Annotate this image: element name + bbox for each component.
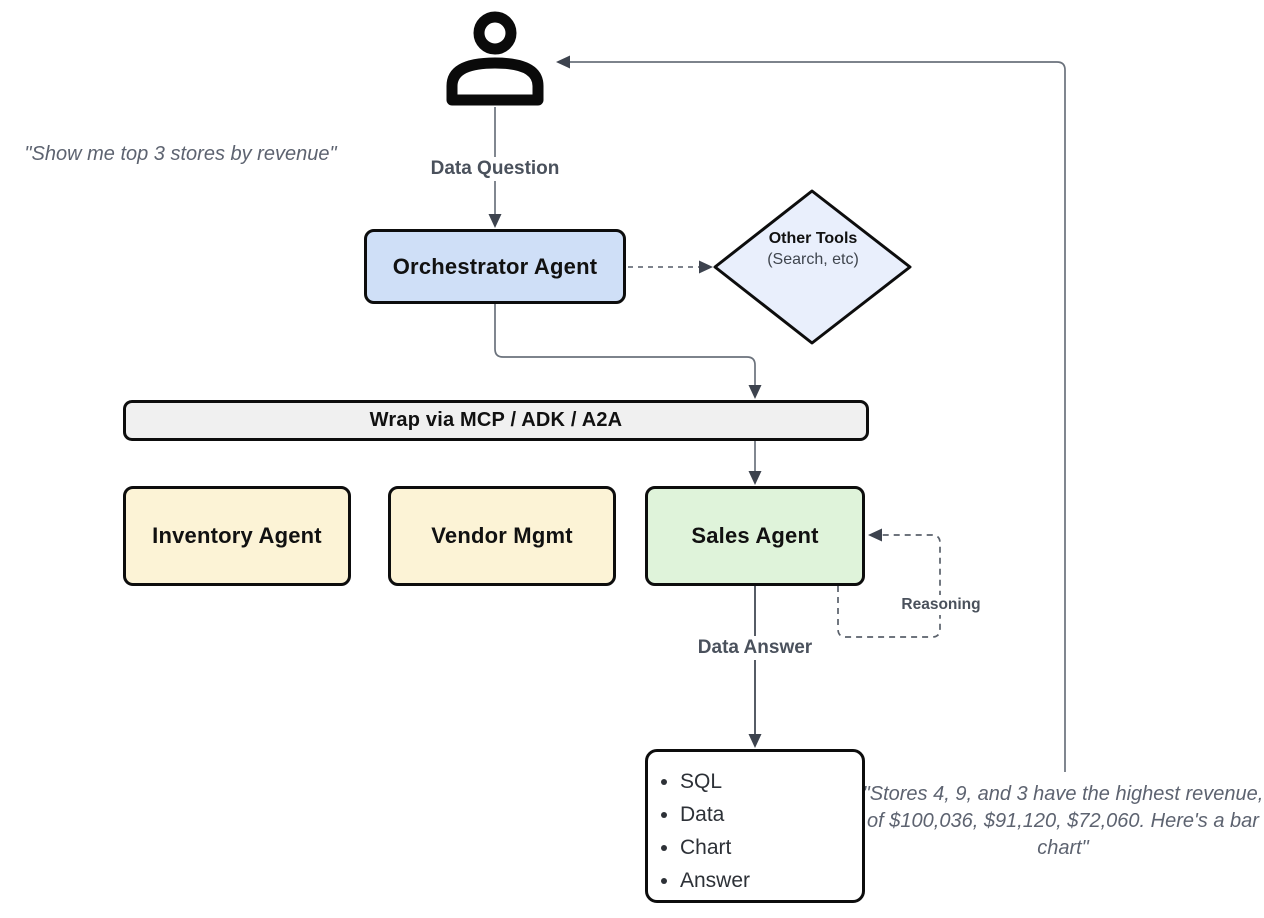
person-icon — [446, 11, 544, 106]
other-tools-arrowhead — [699, 260, 713, 274]
user-question-quote: "Show me top 3 stores by revenue" — [24, 143, 337, 165]
inventory-agent-label: Inventory Agent — [152, 523, 322, 548]
sales-agent-node: Sales Agent — [645, 486, 865, 586]
edge-return-to-user — [570, 61, 1066, 772]
final-answer-quote: "Stores 4, 9, and 3 have the highest rev… — [862, 783, 1264, 859]
vendor-mgmt-node: Vendor Mgmt — [388, 486, 616, 586]
sales-arrowhead — [748, 471, 762, 485]
output-list-node: SQL Data Chart Answer — [645, 749, 865, 903]
vendor-mgmt-label: Vendor Mgmt — [431, 523, 573, 548]
orchestrator-agent-node: Orchestrator Agent — [364, 229, 626, 304]
edge-orchestrator-to-wrap — [494, 304, 756, 385]
sales-agent-label: Sales Agent — [691, 523, 819, 548]
other-tools-subtitle: (Search, etc) — [767, 251, 859, 268]
other-tools-title: Other Tools — [768, 230, 858, 247]
other-tools-diamond — [713, 189, 912, 345]
orchestrator-agent-label: Orchestrator Agent — [392, 253, 598, 279]
data-answer-arrowhead — [748, 734, 762, 748]
data-question-label: Data Question — [425, 157, 565, 181]
return-arrowhead — [556, 55, 570, 69]
wrap-layer-node: Wrap via MCP / ADK / A2A — [123, 400, 869, 441]
output-item-sql: SQL — [680, 765, 750, 798]
output-item-data: Data — [680, 798, 750, 831]
inventory-agent-node: Inventory Agent — [123, 486, 351, 586]
data-answer-label: Data Answer — [692, 636, 818, 660]
reasoning-label: Reasoning — [896, 595, 986, 615]
output-item-answer: Answer — [680, 864, 750, 897]
wrap-arrowhead — [748, 385, 762, 399]
edge-reasoning-loop — [837, 534, 941, 638]
reasoning-arrowhead — [868, 528, 882, 542]
wrap-layer-label: Wrap via MCP / ADK / A2A — [369, 409, 623, 431]
other-tools-node: Other Tools (Search, etc) — [722, 230, 904, 269]
output-list: SQL Data Chart Answer — [658, 765, 750, 897]
output-item-chart: Chart — [680, 831, 750, 864]
data-question-arrowhead — [488, 214, 502, 228]
